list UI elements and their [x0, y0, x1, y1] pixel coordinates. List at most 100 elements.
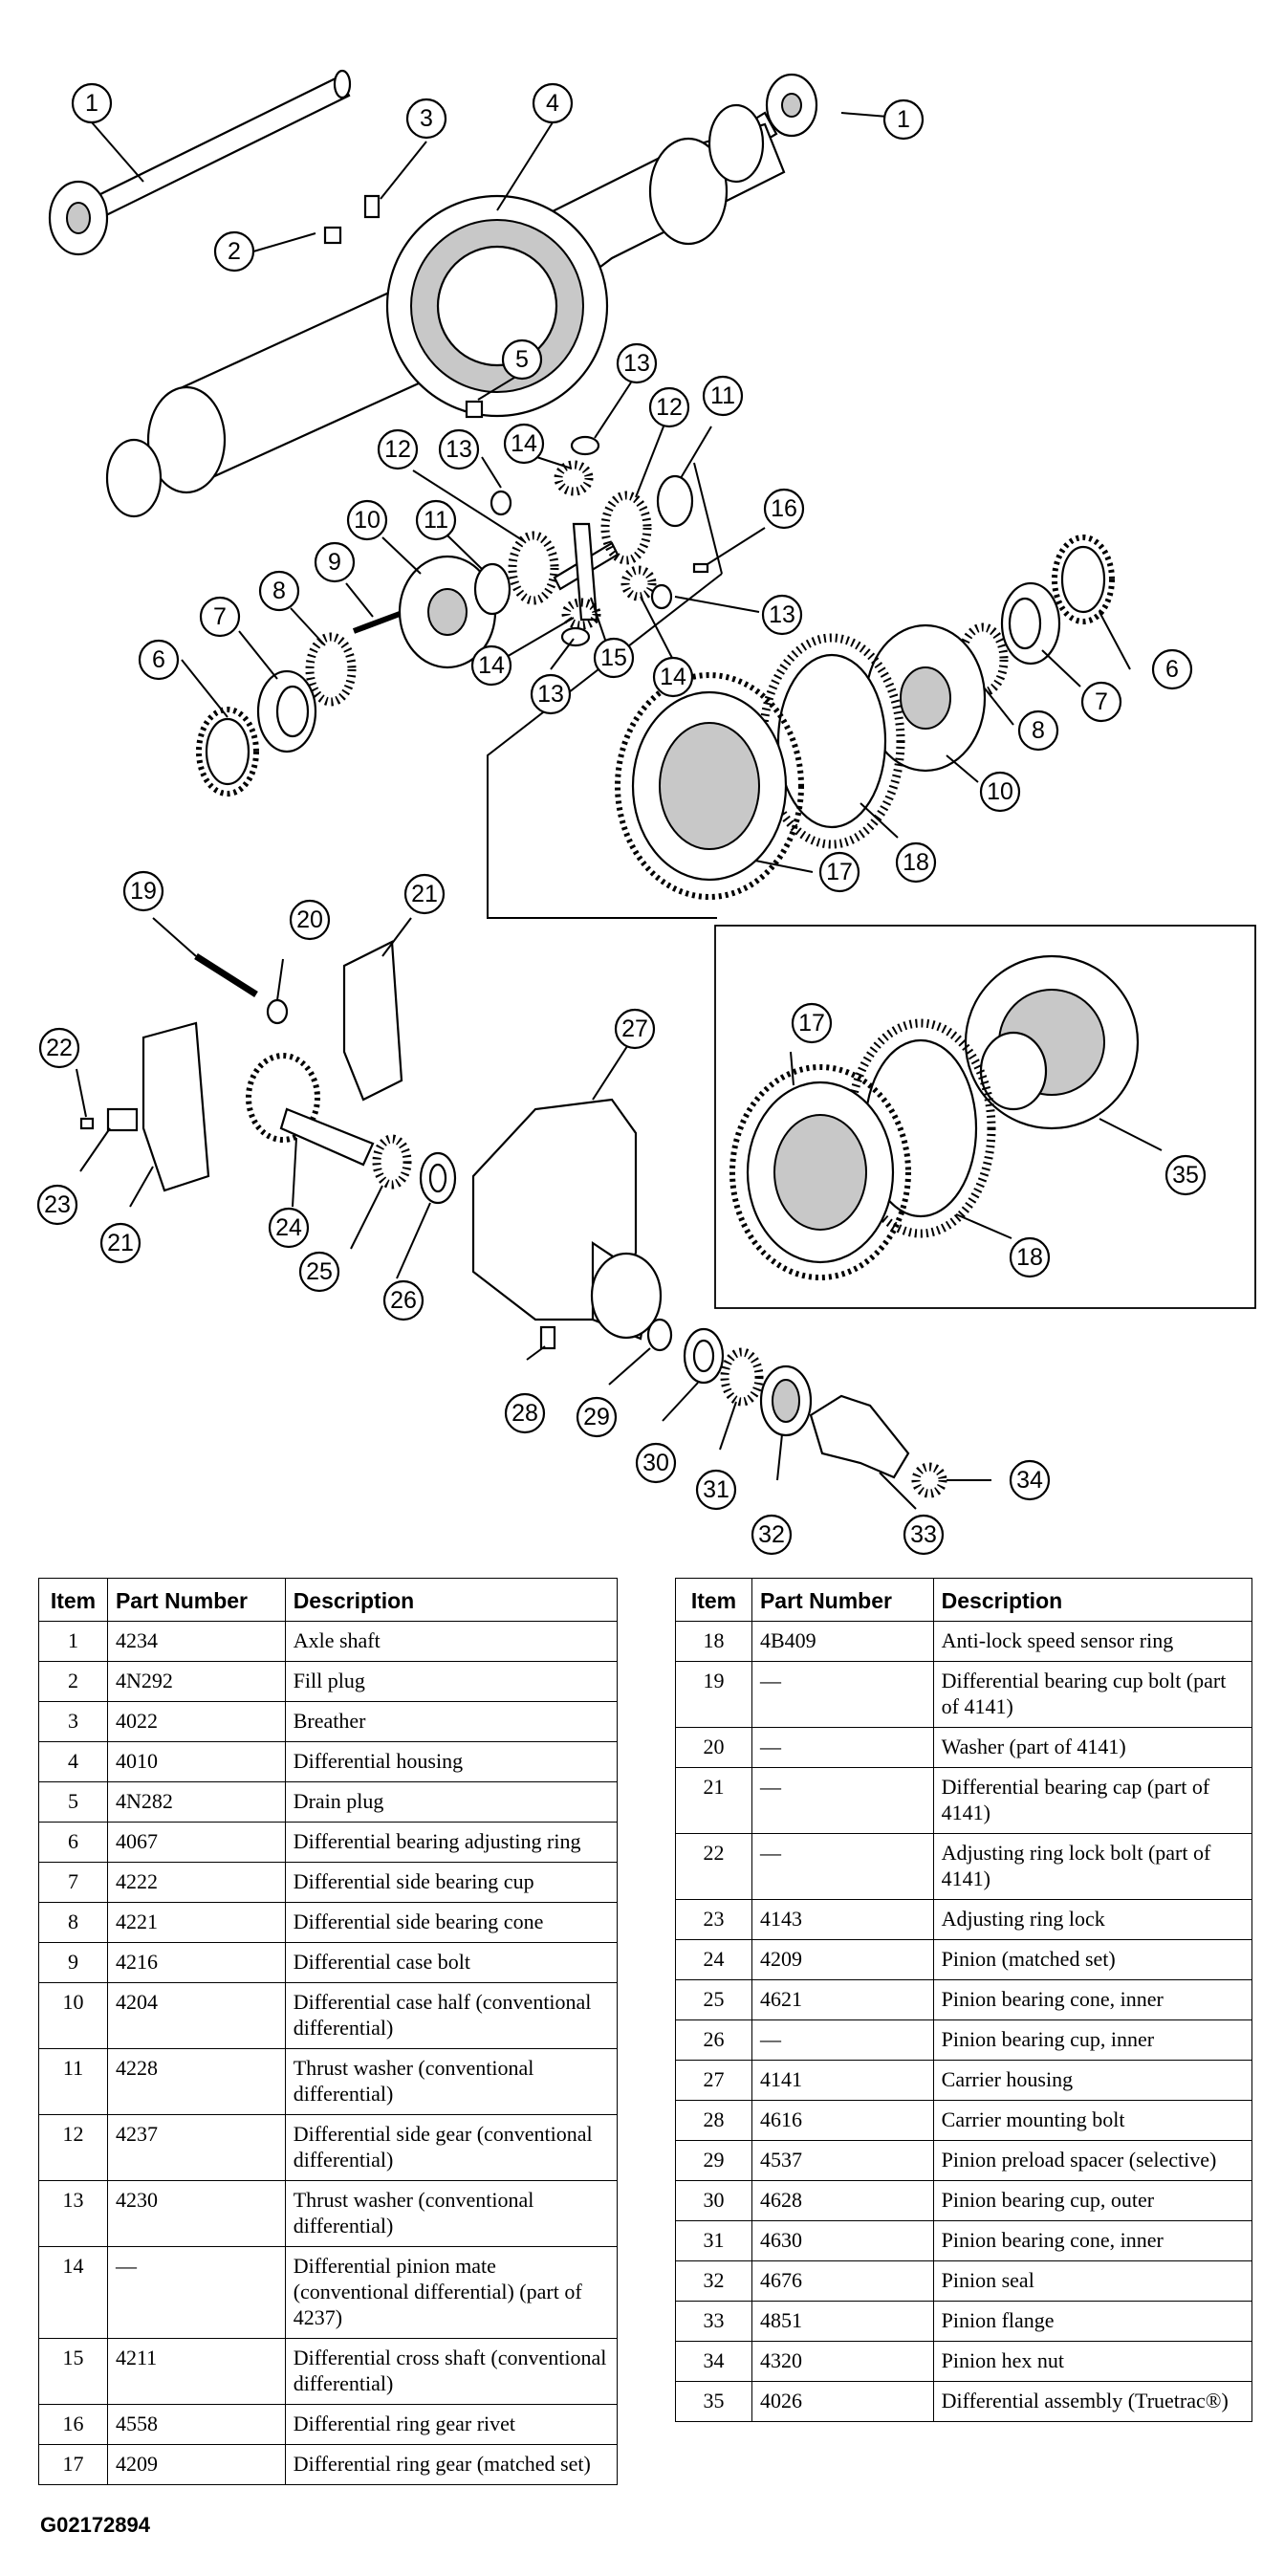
- part-number-cell: 4141: [751, 2060, 934, 2101]
- table-row: 26—Pinion bearing cup, inner: [675, 2019, 1253, 2061]
- description-cell: Thrust washer (conventional differential…: [284, 2180, 619, 2247]
- svg-text:15: 15: [600, 644, 627, 671]
- part-number-cell: —: [751, 1727, 934, 1768]
- callout-14c: 14: [652, 656, 694, 698]
- side-bearing-cup-right: [1000, 581, 1061, 666]
- callout-34: 34: [1009, 1459, 1051, 1501]
- table-header-row: Item Part Number Description: [38, 1578, 619, 1622]
- description-cell: Washer (part of 4141): [932, 1727, 1253, 1768]
- svg-text:34: 34: [1016, 1467, 1043, 1494]
- svg-text:3: 3: [420, 105, 433, 132]
- description-cell: Axle shaft: [284, 1621, 619, 1662]
- side-bearing-cone-left: [305, 632, 357, 707]
- item-cell: 21: [675, 1767, 752, 1834]
- part-number-cell: 4851: [751, 2301, 934, 2342]
- part-number-cell: 4211: [106, 2338, 286, 2405]
- svg-text:11: 11: [710, 382, 735, 409]
- callout-24: 24: [268, 1207, 310, 1249]
- svg-text:19: 19: [130, 878, 157, 905]
- svg-text:11: 11: [424, 507, 448, 534]
- callout-14b: 14: [470, 644, 512, 687]
- item-cell: 25: [675, 1979, 752, 2020]
- thrust-washer-left: [473, 562, 511, 616]
- item-cell: 3: [38, 1701, 108, 1742]
- drain-plug: [465, 400, 484, 419]
- description-cell: Pinion (matched set): [932, 1939, 1253, 1980]
- svg-text:13: 13: [446, 436, 472, 463]
- item-cell: 8: [38, 1902, 108, 1943]
- svg-text:32: 32: [758, 1521, 785, 1548]
- svg-text:27: 27: [621, 1015, 648, 1042]
- pinion-flange: [809, 1394, 910, 1479]
- item-cell: 22: [675, 1833, 752, 1900]
- callout-6a: 6: [138, 639, 180, 681]
- description-cell: Differential assembly (Truetrac®): [932, 2381, 1253, 2422]
- item-cell: 33: [675, 2301, 752, 2342]
- callout-13b: 13: [616, 342, 658, 384]
- pinion-bearing-cone-outer: [720, 1347, 764, 1407]
- part-number-cell: —: [106, 2246, 286, 2339]
- differential-case-half: [398, 555, 497, 669]
- bearing-cap-lower: [141, 1021, 210, 1192]
- item-cell: 32: [675, 2260, 752, 2302]
- adjusting-ring-lock: [106, 1107, 139, 1132]
- item-cell: 7: [38, 1862, 108, 1903]
- svg-text:20: 20: [296, 906, 323, 933]
- svg-text:23: 23: [44, 1191, 71, 1218]
- part-number-cell: —: [751, 2019, 934, 2061]
- side-bearing-adjusting-ring-left: [196, 707, 259, 797]
- bearing-cap-upper: [342, 940, 403, 1102]
- part-number-cell: 4N282: [106, 1781, 286, 1823]
- header-description: Description: [284, 1578, 619, 1622]
- part-number-cell: 4676: [751, 2260, 934, 2302]
- part-number-cell: 4067: [106, 1822, 286, 1863]
- svg-text:12: 12: [656, 394, 683, 421]
- part-number-cell: 4B409: [751, 1621, 934, 1662]
- description-cell: Pinion bearing cup, outer: [932, 2180, 1253, 2221]
- svg-text:26: 26: [390, 1287, 417, 1314]
- item-cell: 24: [675, 1939, 752, 1980]
- callout-33: 33: [903, 1514, 945, 1556]
- part-number-cell: 4628: [751, 2180, 934, 2221]
- part-number-cell: 4010: [106, 1741, 286, 1782]
- callout-9: 9: [314, 541, 356, 583]
- svg-text:33: 33: [910, 1521, 937, 1548]
- part-number-cell: 4221: [106, 1902, 286, 1943]
- callout-22: 22: [38, 1027, 80, 1069]
- callout-21a: 21: [403, 873, 446, 915]
- item-cell: 23: [675, 1899, 752, 1940]
- differential-housing: [105, 103, 786, 518]
- callout-12b: 12: [648, 386, 690, 428]
- item-cell: 26: [675, 2019, 752, 2061]
- svg-text:24: 24: [275, 1214, 302, 1241]
- description-cell: Drain plug: [284, 1781, 619, 1823]
- side-bearing-cone-right: [957, 622, 1009, 697]
- part-number-cell: 4026: [751, 2381, 934, 2422]
- header-item: Item: [38, 1578, 108, 1622]
- item-cell: 15: [38, 2338, 108, 2405]
- item-cell: 9: [38, 1942, 108, 1983]
- svg-text:7: 7: [1095, 688, 1108, 715]
- part-number-cell: 4630: [751, 2220, 934, 2261]
- description-cell: Fill plug: [284, 1661, 619, 1702]
- callout-2: 2: [213, 230, 255, 273]
- part-number-cell: 4216: [106, 1942, 286, 1983]
- svg-text:5: 5: [515, 346, 529, 373]
- description-cell: Differential bearing adjusting ring: [284, 1822, 619, 1863]
- item-cell: 1: [38, 1621, 108, 1662]
- description-cell: Carrier mounting bolt: [932, 2100, 1253, 2141]
- description-cell: Differential pinion mate (conventional d…: [284, 2246, 619, 2339]
- callout-14a: 14: [503, 423, 545, 465]
- callout-13a: 13: [438, 428, 480, 470]
- pinion-bearing-cone-inner: [372, 1134, 412, 1190]
- callout-25: 25: [298, 1251, 340, 1293]
- item-cell: 2: [38, 1661, 108, 1702]
